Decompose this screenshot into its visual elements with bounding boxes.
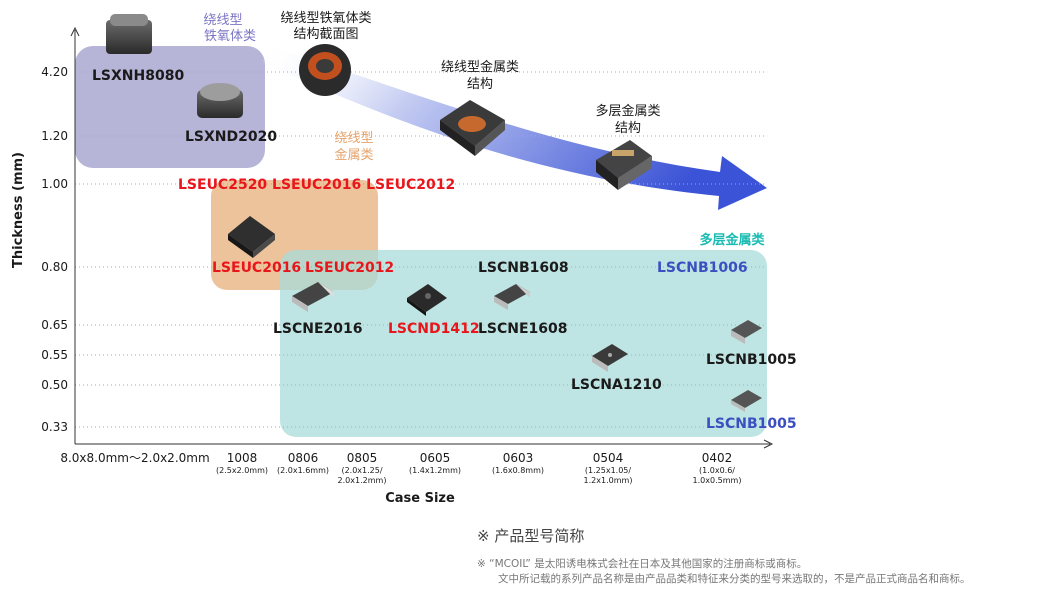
component-lscnb1005-image [731,320,762,344]
x-tick: 0806 [288,451,319,465]
component-lsxnh8080-image [106,14,152,54]
x-tick-sub: (1.6x0.8mm) [492,466,544,475]
x-tick: 0402 [702,451,733,465]
structure-caption-3b: 结构 [615,121,641,136]
x-tick: 8.0x8.0mm〜2.0x2.0mm [60,451,209,465]
product-lseuc-top: LSEUC2520 LSEUC2016 LSEUC2012 [178,177,455,193]
component-lscna1210-image [592,344,628,372]
component-lscne1608-image [494,284,530,310]
product-lscna1210: LSCNA1210 [571,377,662,393]
x-tick-sub: 2.0x1.2mm) [338,476,387,485]
note-trademark: ※ “MCOIL” 是太阳诱电株式会社在日本及其他国家的注册商标或商标。 [477,558,808,570]
x-tick-sub: (2.0x1.6mm) [277,466,329,475]
structure-caption-1b: 结构截面图 [293,27,358,42]
x-axis-ticks: 8.0x8.0mm〜2.0x2.0mm 1008 (2.5x2.0mm) 080… [60,451,741,485]
structure-caption-2a: 绕线型金属类 [441,59,519,75]
y-tick: 0.80 [41,260,68,274]
product-labels: LSXNH8080 LSXND2020 LSEUC2520 LSEUC2016 … [92,68,797,432]
product-lsxnd2020: LSXND2020 [185,129,277,145]
product-lscne1608: LSCNE1608 [478,321,568,337]
region-label-ferrite-2: 铁氧体类 [204,29,256,44]
x-tick-sub: (1.25x1.05/ [585,466,631,475]
component-lseuc-image [228,216,275,258]
x-tick-sub: (2.0x1.25/ [341,466,382,475]
x-tick: 0504 [593,451,624,465]
x-tick: 0805 [347,451,378,465]
y-tick: 1.00 [41,177,68,191]
structure-metal-image [440,100,505,156]
structure-caption-2b: 结构 [467,77,493,92]
product-lscnb1608: LSCNB1608 [478,260,569,276]
gridlines [75,71,767,428]
x-tick: 0603 [503,451,534,465]
product-lseuc2012: LSEUC2012 [305,260,394,276]
y-tick: 0.33 [41,420,68,434]
structure-caption-3a: 多层金属类 [595,103,660,119]
structure-caption-1a: 绕线型铁氧体类 [280,11,371,26]
structure-ferrite-image [299,44,351,96]
region-label-metal-1: 绕线型 [334,131,373,146]
product-lseuc2016: LSEUC2016 [212,260,301,276]
y-tick: 4.20 [41,65,68,79]
product-lsxnh8080: LSXNH8080 [92,68,184,84]
x-tick-sub: (2.5x2.0mm) [216,466,268,475]
x-tick-sub: 1.0x0.5mm) [693,476,742,485]
region-label-ferrite-1: 绕线型 [203,13,242,28]
component-lscnb1005-small-image [731,390,762,412]
y-tick: 1.20 [41,129,68,143]
product-lscne2016: LSCNE2016 [273,321,363,337]
structure-multilayer-image [596,140,652,190]
product-lscnb1005-blue: LSCNB1005 [706,416,797,432]
note-abbrev: ※ 产品型号简称 [477,527,585,545]
note-series-names: 文中所记载的系列产品名称是由产品品类和特征来分类的型号来选取的，不是产品正式商品… [498,573,971,585]
y-tick: 0.50 [41,378,68,392]
x-tick-sub: (1.0x0.6/ [699,466,735,475]
x-tick: 1008 [227,451,258,465]
region-label-multilayer: 多层金属类 [699,232,765,248]
product-lscnd1412: LSCND1412 [388,321,480,337]
axes [70,26,774,449]
region-wire-ferrite [75,46,265,168]
product-lscnb1006: LSCNB1006 [657,260,748,276]
x-tick: 0605 [420,451,451,465]
y-tick: 0.65 [41,318,68,332]
y-axis-label: Thickness (mm) [11,152,26,268]
component-lsxnd2020-image [197,83,243,118]
region-multilayer [280,250,767,437]
component-lscne2016-image [292,282,334,312]
component-lscnd1412-image [407,284,447,316]
x-axis-label: Case Size [385,491,455,506]
product-lscnb1005: LSCNB1005 [706,352,797,368]
x-tick-sub: 1.2x1.0mm) [584,476,633,485]
region-label-metal-2: 金属类 [334,147,373,163]
y-tick: 0.55 [41,348,68,362]
x-tick-sub: (1.4x1.2mm) [409,466,461,475]
y-axis-ticks: 4.20 1.20 1.00 0.80 0.65 0.55 0.50 0.33 [41,65,68,434]
